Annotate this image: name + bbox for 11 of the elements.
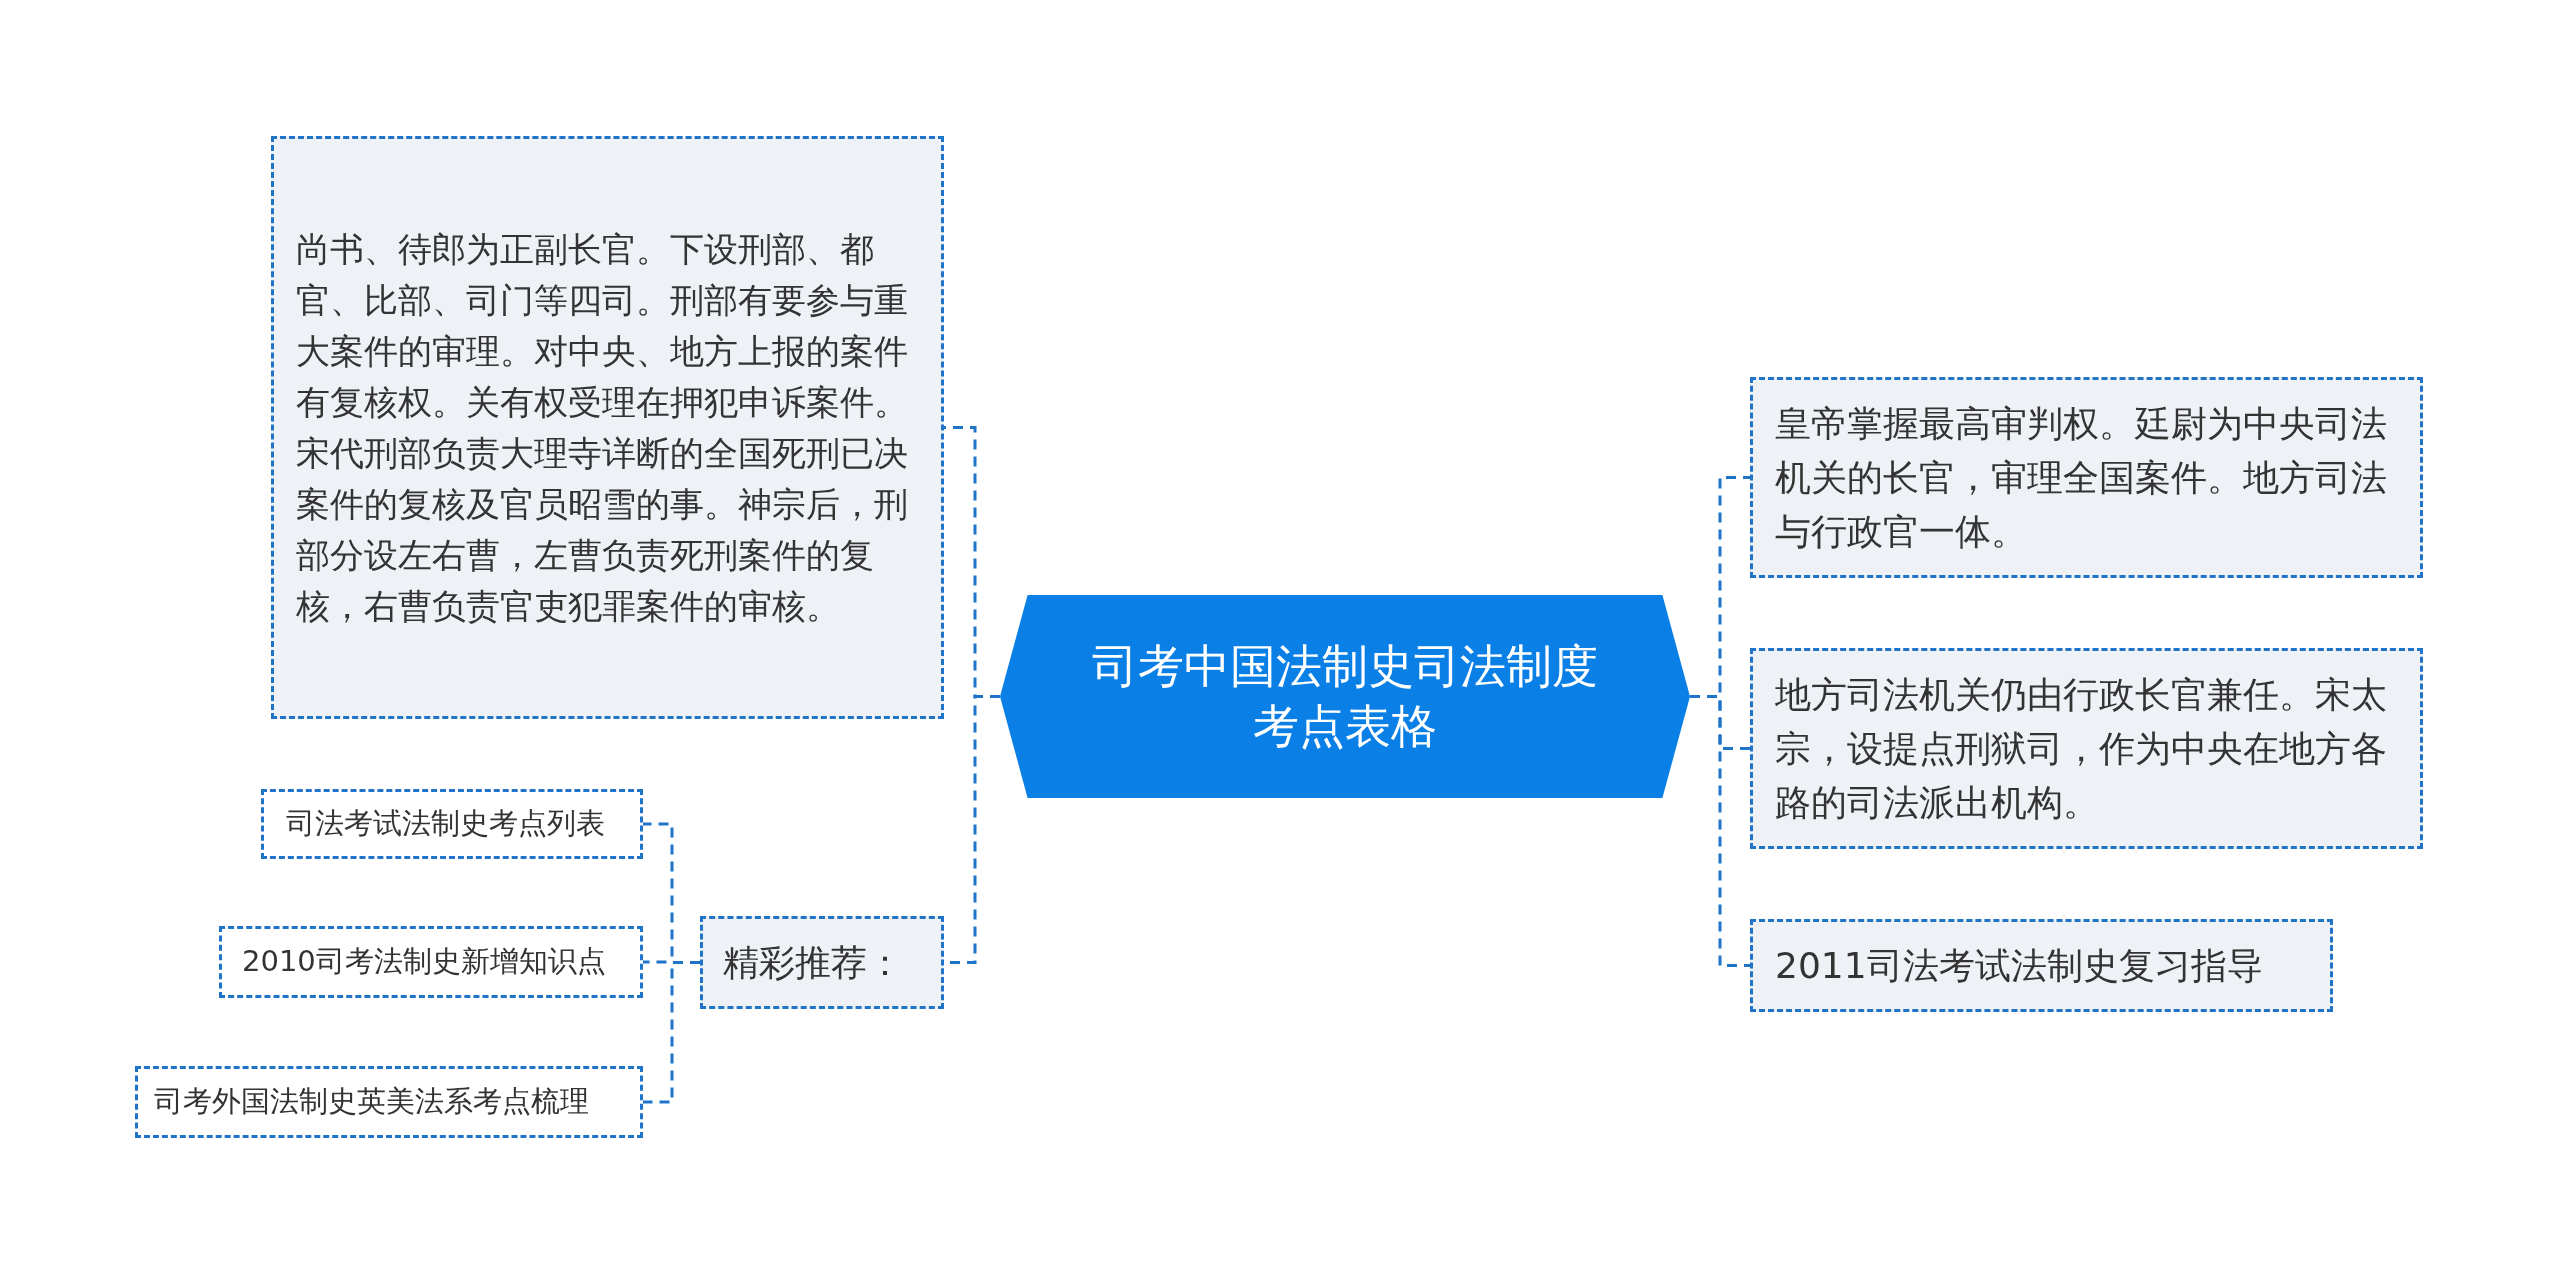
topic-box: 地方司法机关仍由行政长官兼任。宋太宗，设提点刑狱司，作为中央在地方各路的司法派出机构。 [1750, 648, 2423, 849]
topic-box: 尚书、待郎为正副长官。下设刑部、都官、比部、司门等四司。刑部有要参与重大案件的审理。对中央、地方上报的案件有复核权。关有权受理在押犯申诉案件。宋代刑部负责大理寺详断的全国死刑已决案件的复核及官员昭雪的事。神宗后，刑部分设左右曹，左曹负责死刑案件的复核，右曹负责官吏犯罪案件的审核。 [271, 136, 944, 719]
topic-box: 精彩推荐： [700, 916, 944, 1009]
central-topic: 司考中国法制史司法制度考点表格 [1000, 595, 1690, 798]
link-box: 2010司考法制史新增知识点 [219, 926, 643, 998]
topic-box: 皇帝掌握最高审判权。廷尉为中央司法机关的长官，审理全国案件。地方司法与行政官一体。 [1750, 377, 2423, 578]
topic-box: 2011司法考试法制史复习指导 [1750, 919, 2333, 1012]
connector-line [643, 961, 700, 1104]
connector-line [1690, 695, 1750, 967]
link-box: 司考外国法制史英美法系考点梳理 [135, 1066, 643, 1138]
link-box: 司法考试法制史考点列表 [261, 789, 643, 859]
